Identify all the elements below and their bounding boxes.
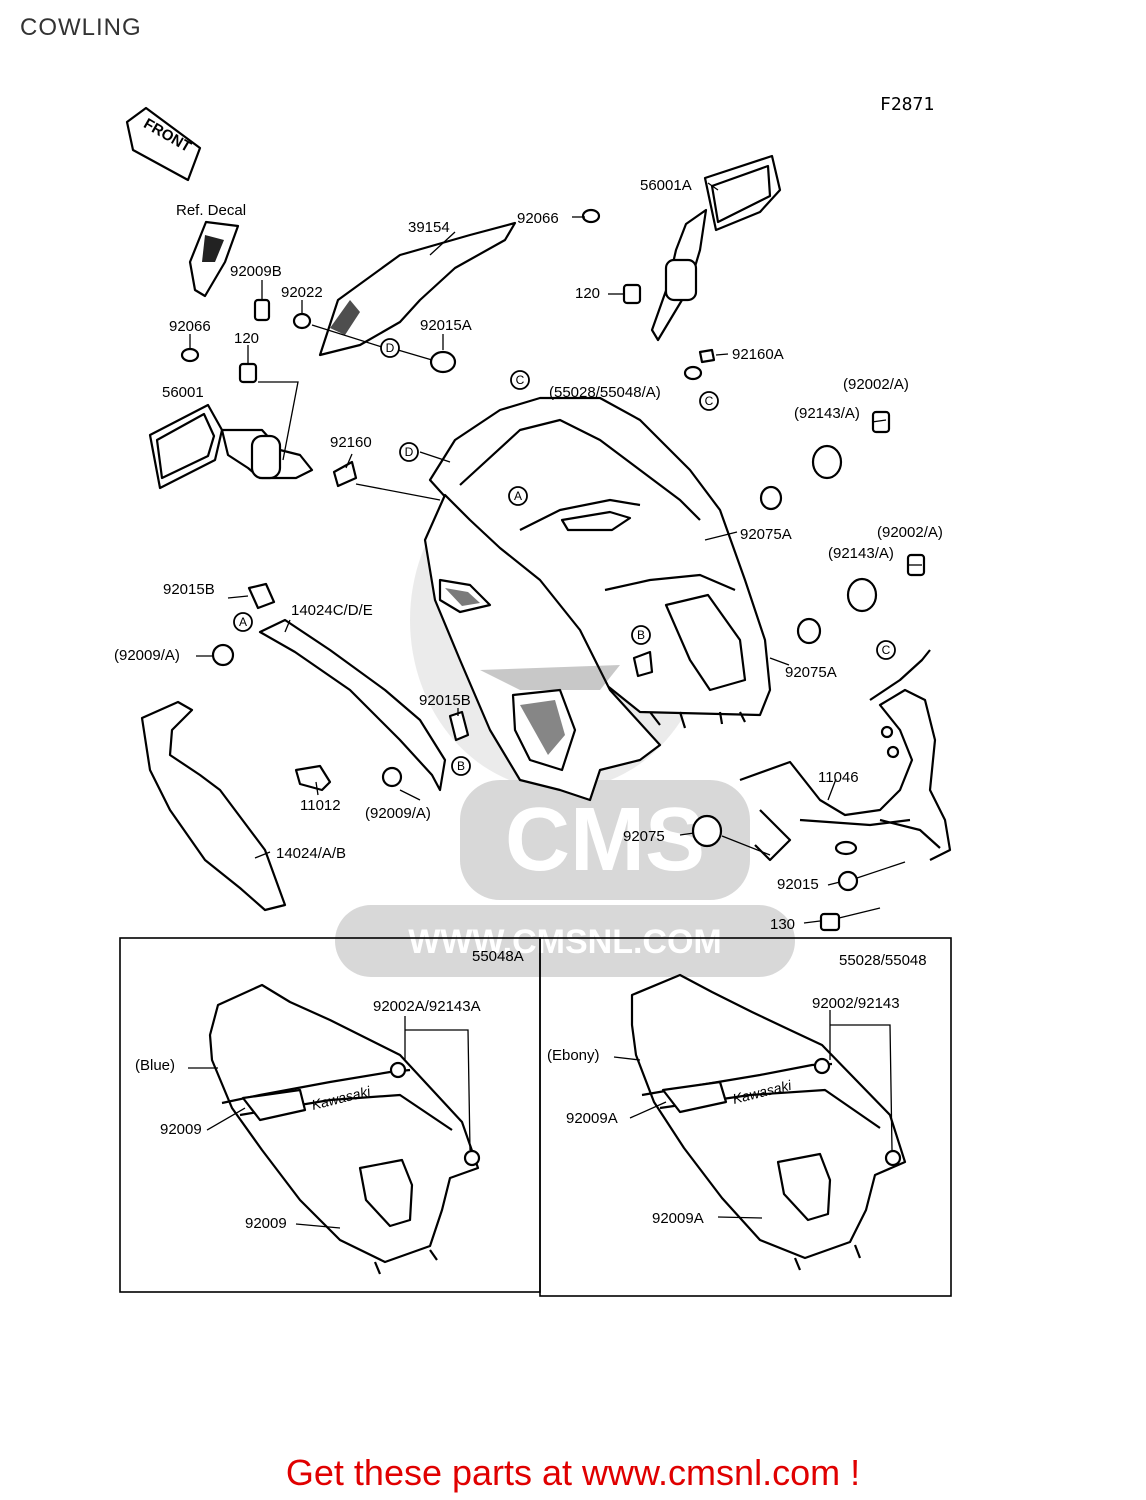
svg-text:B: B (457, 759, 465, 773)
inset-left-fastener: 92002A/92143A (373, 998, 481, 1015)
inset-right-clip-lower: 92009A (652, 1210, 704, 1227)
label-92075A-1: 92075A (740, 526, 792, 543)
callout-d-1: D (380, 338, 400, 358)
svg-text:A: A (514, 489, 522, 503)
inset-right-color: (Ebony) (547, 1047, 600, 1064)
leader-lines (189, 182, 922, 924)
inset-left-code: 55048A (472, 948, 524, 965)
callout-c-3: C (876, 640, 896, 660)
watermark-url: WWW.CMSNL.COM (408, 923, 722, 961)
label-11046: 11046 (818, 769, 859, 786)
label-ref-decal: Ref. Decal (176, 202, 246, 219)
svg-text:D: D (386, 341, 395, 355)
label-120-a: 120 (575, 285, 600, 302)
label-92015A: 92015A (420, 317, 472, 334)
label-56001A: 56001A (640, 177, 692, 194)
callout-a-2: A (233, 612, 253, 632)
label-92066-b: 92066 (169, 318, 211, 335)
ref-decal (188, 220, 240, 298)
label-92002A-1: (92002/A) (843, 376, 909, 393)
inner-panel-upper (258, 618, 447, 792)
lower-panel (140, 700, 287, 912)
windshield (318, 221, 517, 357)
inset-right-code: 55028/55048 (839, 952, 927, 969)
bracket-11012 (294, 764, 332, 792)
callout-a-1: A (508, 486, 528, 506)
inset-left-color: (Blue) (135, 1057, 175, 1074)
part-labels: Ref. Decal 39154 92066 56001A 92009B 920… (114, 177, 943, 933)
mirror-right (650, 154, 782, 342)
figure-code: F2871 (880, 94, 935, 115)
label-39154: 39154 (408, 219, 450, 236)
inset-right-panel: Kawasaki 55028/55048 92002/92143 (Ebony)… (547, 952, 927, 1271)
label-56001: 56001 (162, 384, 204, 401)
front-arrow-icon: FRONT (125, 106, 202, 182)
callout-d-2: D (399, 442, 419, 462)
label-55028: (55028/55048/A) (549, 384, 661, 401)
label-92009A-2: (92009/A) (365, 805, 431, 822)
inset-left-panel: Kawasaki 55048A 92002A/92143A (Blue) 920… (135, 948, 524, 1275)
label-14024CDE: 14024C/D/E (291, 602, 373, 619)
svg-text:B: B (637, 628, 645, 642)
label-92009A-1: (92009/A) (114, 647, 180, 664)
label-92143A-1: (92143/A) (794, 405, 860, 422)
inset-left-clip-upper: 92009 (160, 1121, 202, 1138)
inset-right-fastener: 92002/92143 (812, 995, 900, 1012)
svg-text:A: A (239, 615, 247, 629)
svg-text:C: C (516, 373, 525, 387)
fasteners (180, 208, 926, 932)
label-120-b: 120 (234, 330, 259, 347)
callout-circles: C D C D A A B C B (233, 338, 896, 776)
upper-cowling (423, 396, 772, 802)
label-92075A-2: 92075A (785, 664, 837, 681)
svg-text:D: D (405, 445, 414, 459)
inset-right-clip-upper: 92009A (566, 1110, 618, 1127)
page-title: COWLING (20, 14, 142, 41)
label-92075: 92075 (623, 828, 665, 845)
callout-c-2: C (699, 391, 719, 411)
inset-left-clip-lower: 92009 (245, 1215, 287, 1232)
mirror-left (148, 403, 314, 490)
label-92015: 92015 (777, 876, 819, 893)
label-11012: 11012 (300, 797, 341, 814)
watermark-logo: CMS (505, 790, 705, 890)
callout-b-2: B (451, 756, 471, 776)
label-92160: 92160 (330, 434, 372, 451)
svg-text:C: C (882, 643, 891, 657)
label-92160A: 92160A (732, 346, 784, 363)
label-130: 130 (770, 916, 795, 933)
label-92066-a: 92066 (517, 210, 559, 227)
callout-c-1: C (510, 370, 530, 390)
label-92022: 92022 (281, 284, 323, 301)
callout-b-1: B (631, 625, 651, 645)
label-92143A-2: (92143/A) (828, 545, 894, 562)
label-92009B: 92009B (230, 263, 282, 280)
label-92015B-1: 92015B (163, 581, 215, 598)
label-92002A-2: (92002/A) (877, 524, 943, 541)
label-14024AB: 14024/A/B (276, 845, 346, 862)
svg-text:C: C (705, 394, 714, 408)
inset-right-box (539, 937, 952, 1297)
promo-link[interactable]: Get these parts at www.cmsnl.com ! (285, 1452, 861, 1493)
label-92015B-2: 92015B (419, 692, 471, 709)
stay-11046 (739, 649, 952, 862)
